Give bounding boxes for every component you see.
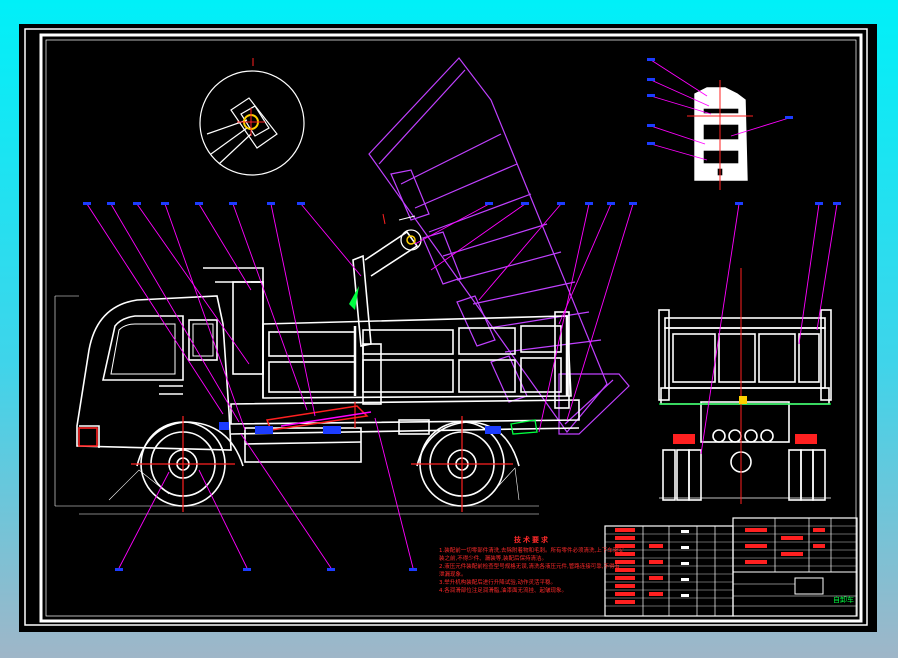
leader-tags xyxy=(83,58,841,571)
part-detail-centerlines xyxy=(687,80,753,190)
tech-note-line: 2.液压元件装配前检查型号规格无误,清洗各液压元件,管路连接可靠,不得有泄漏现象… xyxy=(439,564,620,578)
leader-lines xyxy=(86,59,838,569)
part-detail-top-right xyxy=(694,87,748,181)
tipped-dump-body xyxy=(368,57,630,435)
truck-rear-view xyxy=(658,309,832,501)
tech-note-line: 1.装配前一切零部件清洗,去除附着物和毛刺。所有零件必须清洗,上下车架安装之前,… xyxy=(439,548,624,562)
title-stamp: 自卸车 xyxy=(833,595,854,604)
cad-drawing: 自卸车 xyxy=(24,28,868,626)
rear-view-details xyxy=(673,268,817,504)
hydraulic-parts xyxy=(219,213,538,435)
inner-border-fine xyxy=(45,39,857,617)
outer-border xyxy=(24,28,868,626)
tech-notes-heading: 技术要求 xyxy=(514,536,550,544)
wheel-centerlines xyxy=(131,402,513,512)
cargo-body xyxy=(262,315,572,399)
tech-note-line: 3.举升机构装配后进行升降试验,动作灵活平稳。 xyxy=(439,580,556,586)
technical-requirements: 技术要求 1.装配前一切零部件清洗,去除附着物和毛刺。所有零件必须清洗,上下车架… xyxy=(439,536,625,636)
detail-view-circle xyxy=(199,58,305,176)
inner-border xyxy=(39,33,863,623)
cad-drawing-canvas[interactable]: 自卸车 技术要求 1.装配前一切零部件清洗,去除附着物和毛刺。所有零件必须清洗,… xyxy=(19,24,877,632)
tech-note-line: 4.各润滑部位注足润滑脂,油漆面无流挂、起皱现象。 xyxy=(439,588,567,594)
title-block: 自卸车 xyxy=(732,517,858,617)
chassis-frame xyxy=(230,399,580,425)
cab-outline xyxy=(76,295,232,451)
